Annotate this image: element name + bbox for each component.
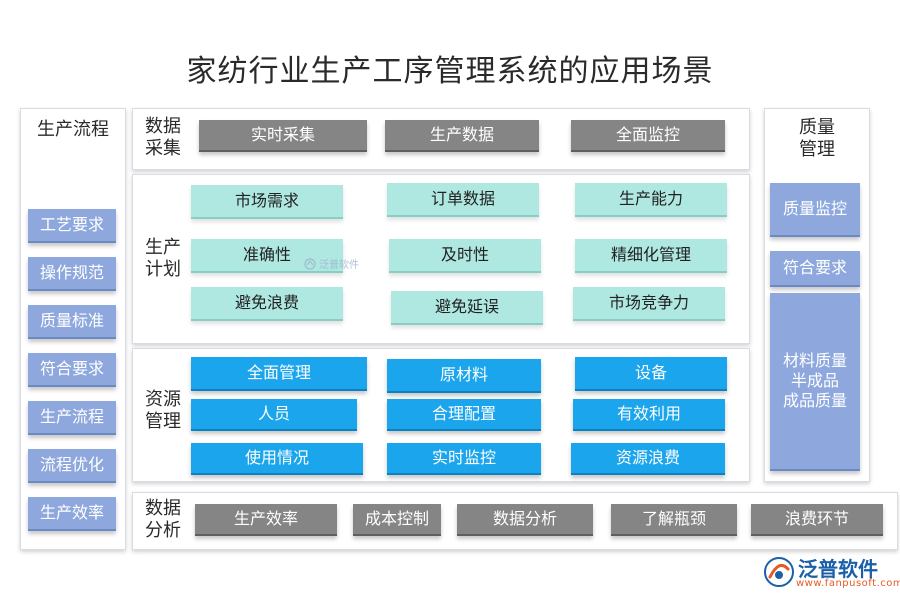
left-item-1: 工艺要求 <box>28 209 116 243</box>
left-item-7: 生产效率 <box>28 497 116 531</box>
plan-item-8: 避免延误 <box>391 291 543 325</box>
brand-logo <box>762 551 894 595</box>
right-column-heading: 质量 管理 <box>799 117 835 160</box>
data-collection-panel: 数据 采集 实时采集 生产数据 全面监控 <box>132 108 750 170</box>
resource-management-label: 资源 管理 <box>145 389 181 432</box>
brand-url: www.fanpusoft.com <box>796 578 900 589</box>
data-collection-item-3: 全面监控 <box>571 120 725 152</box>
resource-item-5: 合理配置 <box>387 399 541 431</box>
data-analysis-panel: 数据 分析 生产效率 成本控制 数据分析 了解瓶颈 浪费环节 <box>132 492 898 550</box>
analysis-item-5: 浪费环节 <box>751 504 883 536</box>
analysis-item-3: 数据分析 <box>457 504 593 536</box>
resource-item-2: 原材料 <box>387 359 541 393</box>
production-plan-label: 生产 计划 <box>145 237 181 280</box>
resource-item-4: 人员 <box>191 399 357 431</box>
resource-item-7: 使用情况 <box>191 443 363 475</box>
left-item-2: 操作规范 <box>28 257 116 291</box>
resource-item-1: 全面管理 <box>191 357 367 391</box>
resource-item-8: 实时监控 <box>387 443 541 475</box>
plan-item-4: 准确性 <box>191 239 343 273</box>
resource-item-3: 设备 <box>575 357 727 391</box>
data-collection-item-1: 实时采集 <box>199 120 367 152</box>
watermark-text: 泛普软件 <box>319 260 359 271</box>
data-collection-label: 数据 采集 <box>145 116 181 159</box>
brand-name: 泛普软件 <box>798 557 878 581</box>
brand-logo-icon <box>764 557 794 587</box>
production-plan-panel: 生产 计划 市场需求 订单数据 生产能力 准确性 及时性 精细化管理 避免浪费 … <box>132 174 750 344</box>
plan-item-7: 避免浪费 <box>191 287 343 321</box>
right-item-2: 符合要求 <box>770 251 860 287</box>
resource-item-6: 有效利用 <box>573 399 725 431</box>
resource-management-panel: 资源 管理 全面管理 原材料 设备 人员 合理配置 有效利用 使用情况 实时监控… <box>132 348 750 482</box>
data-analysis-label: 数据 分析 <box>145 498 181 541</box>
left-column-panel: 生产流程 工艺要求 操作规范 质量标准 符合要求 生产流程 流程优化 生产效率 <box>20 108 126 550</box>
right-item-3: 材料质量 半成品 成品质量 <box>770 293 860 471</box>
plan-item-6: 精细化管理 <box>575 239 727 273</box>
plan-item-2: 订单数据 <box>387 183 539 217</box>
plan-item-5: 及时性 <box>389 239 541 273</box>
analysis-item-2: 成本控制 <box>353 504 441 536</box>
plan-item-9: 市场竞争力 <box>573 287 725 321</box>
resource-item-9: 资源浪费 <box>571 443 725 475</box>
data-collection-item-2: 生产数据 <box>385 120 539 152</box>
page-title: 家纺行业生产工序管理系统的应用场景 <box>186 54 714 89</box>
plan-item-3: 生产能力 <box>575 183 727 217</box>
watermark: 泛普软件 <box>304 256 359 271</box>
right-item-1: 质量监控 <box>770 183 860 237</box>
watermark-logo-icon <box>304 257 316 270</box>
analysis-item-4: 了解瓶颈 <box>611 504 737 536</box>
left-item-3: 质量标准 <box>28 305 116 339</box>
left-column-heading: 生产流程 <box>37 119 109 140</box>
analysis-item-1: 生产效率 <box>195 504 337 536</box>
right-column-panel: 质量 管理 质量监控 符合要求 材料质量 半成品 成品质量 <box>764 108 870 482</box>
left-item-5: 生产流程 <box>28 401 116 435</box>
left-item-4: 符合要求 <box>28 353 116 387</box>
left-item-6: 流程优化 <box>28 449 116 483</box>
plan-item-1: 市场需求 <box>191 185 343 219</box>
